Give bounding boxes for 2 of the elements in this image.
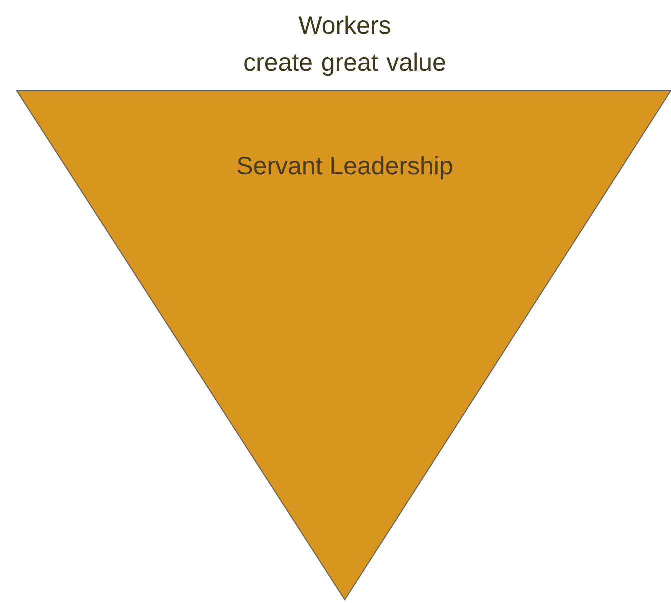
heading: Workers create great value — [244, 16, 446, 76]
triangle-label: Servant Leadership — [238, 156, 452, 180]
